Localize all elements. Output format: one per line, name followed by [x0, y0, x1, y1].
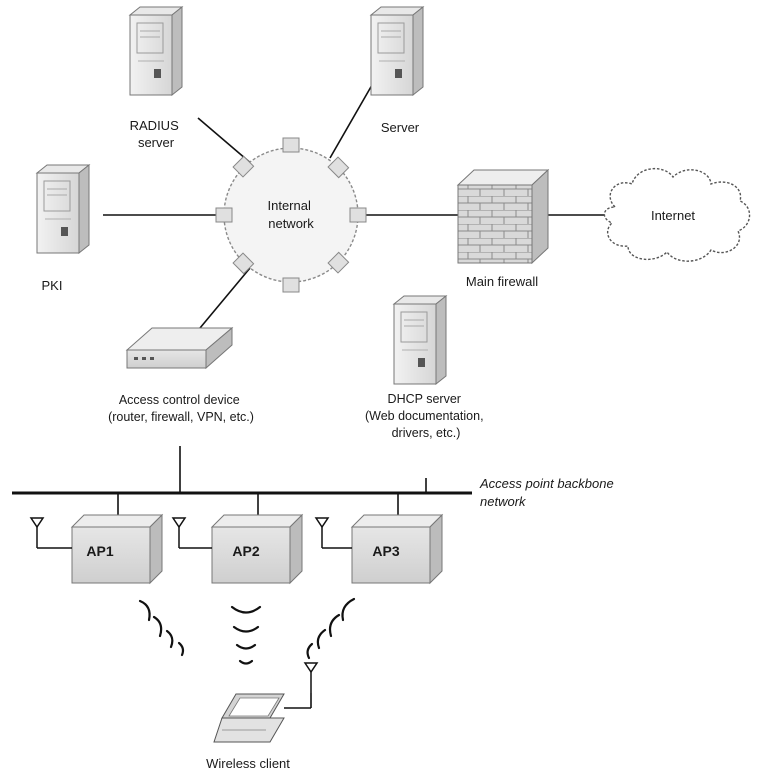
radio-waves-ap1 — [138, 599, 185, 657]
pki: PKI — [36, 164, 90, 293]
ap3-label: AP3 — [372, 543, 399, 559]
radio-waves-ap2 — [230, 605, 262, 665]
link-internal-access-control — [199, 267, 251, 329]
server-label: Server — [381, 120, 420, 135]
wireless-client-label: Wireless client — [206, 756, 290, 771]
access-control-label: Access control device (router, firewall,… — [108, 393, 254, 424]
router-leds — [134, 357, 154, 360]
wave-arc — [177, 641, 185, 657]
wave-arc — [238, 659, 254, 665]
links — [103, 84, 606, 515]
radius-server-label: RADIUS server — [130, 118, 183, 150]
internet-label: Internet — [651, 208, 695, 223]
wave-arc — [341, 597, 356, 622]
wave-arc — [235, 643, 257, 650]
wireless-client: Wireless client — [206, 662, 318, 771]
client-antenna-icon — [304, 662, 318, 694]
internet: Internet — [603, 168, 751, 262]
network-ports — [215, 137, 367, 293]
wave-arc — [316, 628, 327, 650]
dhcp-server-label: DHCP server (Web documentation, drivers,… — [365, 392, 487, 440]
radio-waves-ap3 — [306, 597, 356, 660]
radius-server: RADIUS server — [129, 6, 183, 150]
ap2-label: AP2 — [232, 543, 259, 559]
radius-server-icon — [129, 6, 183, 96]
pki-label: PKI — [42, 278, 63, 293]
main-firewall: Main firewall — [456, 168, 550, 289]
link-server-internal — [329, 84, 373, 159]
dhcp-server: DHCP server (Web documentation, drivers,… — [365, 295, 487, 440]
ap2-antenna-icon — [172, 517, 186, 549]
access-control-device: Access control device (router, firewall,… — [108, 326, 254, 424]
pki-server-icon — [36, 164, 90, 254]
firewall-side — [531, 168, 549, 265]
cloud-icon — [603, 168, 751, 262]
backbone-label: Access point backbone network — [479, 476, 617, 509]
server: Server — [370, 6, 424, 135]
wave-arc — [138, 599, 151, 622]
brick-wall-icon — [457, 184, 533, 264]
internal-network: Internal network — [215, 137, 367, 293]
access-point-3: AP3 — [315, 514, 443, 584]
ap3-antenna-icon — [315, 517, 329, 549]
wave-arc — [232, 625, 260, 633]
access-point-1: AP1 — [30, 514, 163, 584]
wave-arc — [306, 642, 314, 660]
wave-arc — [165, 629, 174, 649]
ap1-antenna-icon — [30, 517, 44, 549]
wave-arc — [152, 615, 163, 638]
access-point-2: AP2 — [172, 514, 303, 584]
main-firewall-label: Main firewall — [466, 274, 538, 289]
dhcp-server-icon — [393, 295, 447, 385]
internal-network-label: Internal network — [268, 198, 315, 231]
wave-arc — [230, 605, 262, 614]
server-icon — [370, 6, 424, 96]
router-icon — [126, 349, 207, 369]
wave-arc — [328, 613, 341, 638]
ap1-label: AP1 — [86, 543, 113, 559]
